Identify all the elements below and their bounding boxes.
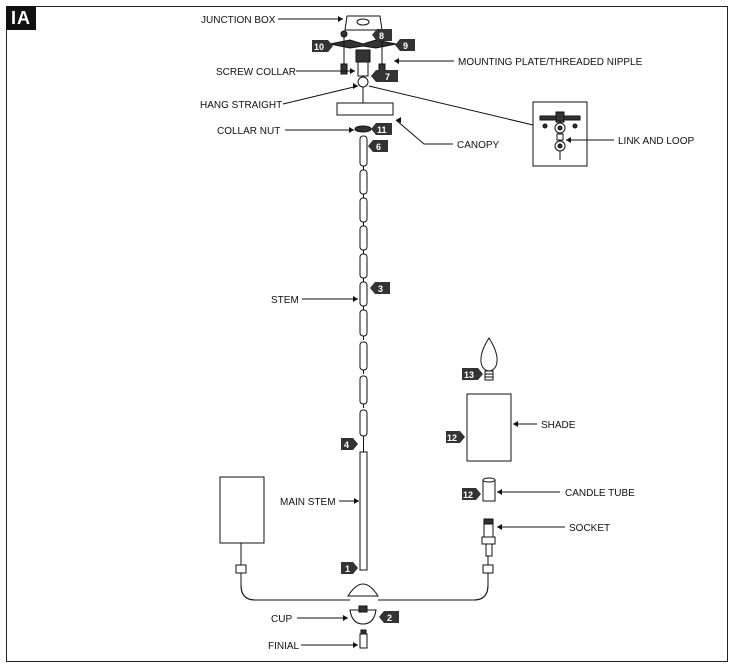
figure-frame bbox=[6, 6, 728, 662]
stem-chain bbox=[359, 135, 368, 452]
stem-link bbox=[359, 309, 368, 337]
svg-text:4: 4 bbox=[344, 440, 349, 450]
left-shade bbox=[219, 476, 265, 544]
arrowhead bbox=[394, 58, 399, 64]
label-screw-collar: SCREW COLLAR bbox=[216, 67, 296, 78]
stem-link bbox=[359, 169, 368, 195]
svg-text:11: 11 bbox=[377, 125, 387, 135]
svg-text:12: 12 bbox=[447, 433, 457, 443]
arrowhead bbox=[396, 117, 401, 123]
stem-link bbox=[359, 197, 368, 223]
svg-text:9: 9 bbox=[403, 41, 408, 51]
badge-12-candle-tube: 12 bbox=[462, 488, 481, 500]
stem-link bbox=[359, 409, 368, 437]
junction-box bbox=[344, 15, 383, 31]
arrowhead bbox=[497, 524, 502, 530]
svg-text:7: 7 bbox=[385, 72, 390, 82]
bulb bbox=[480, 337, 498, 381]
arrowhead bbox=[497, 489, 502, 495]
arrowhead bbox=[566, 137, 571, 143]
badge-3: 3 bbox=[370, 282, 390, 294]
label-cup: CUP bbox=[271, 614, 292, 625]
screw-collar bbox=[355, 49, 371, 88]
badge-7: 7 bbox=[371, 70, 398, 82]
svg-text:1: 1 bbox=[345, 564, 350, 574]
label-collar-nut: COLLAR NUT bbox=[217, 126, 280, 137]
svg-text:10: 10 bbox=[314, 42, 324, 52]
cup bbox=[349, 605, 377, 625]
canopy bbox=[336, 87, 394, 116]
arrowhead bbox=[513, 421, 518, 427]
stem-link bbox=[359, 341, 368, 371]
stem-link bbox=[359, 253, 368, 279]
collar-nut bbox=[354, 125, 372, 133]
svg-text:3: 3 bbox=[378, 284, 383, 294]
link-and-loop-inset bbox=[532, 101, 588, 167]
main-stem bbox=[359, 451, 368, 571]
stem-link bbox=[359, 135, 368, 167]
stem-link bbox=[359, 375, 368, 405]
label-hang-straight: HANG STRAIGHT bbox=[200, 100, 282, 111]
arrowhead bbox=[353, 296, 358, 302]
finial bbox=[359, 629, 368, 649]
svg-text:8: 8 bbox=[379, 31, 384, 41]
arrowhead bbox=[353, 83, 358, 89]
label-junction-box: JUNCTION BOX bbox=[201, 15, 276, 26]
badge-8: 8 bbox=[372, 29, 392, 41]
label-main-stem: MAIN STEM bbox=[280, 497, 336, 508]
svg-text:12: 12 bbox=[463, 490, 473, 500]
label-stem: STEM bbox=[271, 295, 299, 306]
svg-text:6: 6 bbox=[376, 142, 381, 152]
label-link-and-loop: LINK AND LOOP bbox=[618, 136, 694, 147]
badge-4: 4 bbox=[341, 438, 358, 450]
badge-2: 2 bbox=[379, 611, 399, 623]
badge-1: 1 bbox=[341, 562, 358, 574]
svg-text:2: 2 bbox=[387, 613, 392, 623]
badge-10: 10 bbox=[312, 40, 333, 52]
arrowheads bbox=[338, 16, 571, 648]
label-finial: FINIAL bbox=[268, 641, 300, 652]
badge-12-shade: 12 bbox=[446, 431, 465, 443]
arrowhead bbox=[338, 16, 343, 22]
candle-tube bbox=[482, 477, 496, 502]
label-mounting-plate: MOUNTING PLATE/THREADED NIPPLE bbox=[458, 57, 643, 68]
arrowhead bbox=[354, 498, 359, 504]
socket bbox=[481, 518, 496, 557]
arrowhead bbox=[353, 642, 358, 648]
badge-13: 13 bbox=[462, 368, 483, 380]
arm-assembly bbox=[235, 540, 494, 601]
label-shade: SHADE bbox=[541, 420, 576, 431]
badge-6: 6 bbox=[368, 140, 388, 152]
stem-link bbox=[359, 281, 368, 307]
badge-9: 9 bbox=[395, 39, 415, 51]
svg-text:13: 13 bbox=[464, 370, 474, 380]
shade bbox=[466, 393, 512, 462]
label-candle-tube: CANDLE TUBE bbox=[565, 488, 635, 499]
arrowhead bbox=[350, 68, 355, 74]
arrowhead bbox=[349, 127, 354, 133]
figure-tag: IA bbox=[6, 6, 36, 30]
label-socket: SOCKET bbox=[569, 523, 610, 534]
arrowhead bbox=[343, 615, 348, 621]
label-canopy: CANOPY bbox=[457, 140, 500, 151]
badge-11: 11 bbox=[371, 123, 392, 135]
leader-lines bbox=[278, 18, 614, 646]
stem-link bbox=[359, 225, 368, 251]
